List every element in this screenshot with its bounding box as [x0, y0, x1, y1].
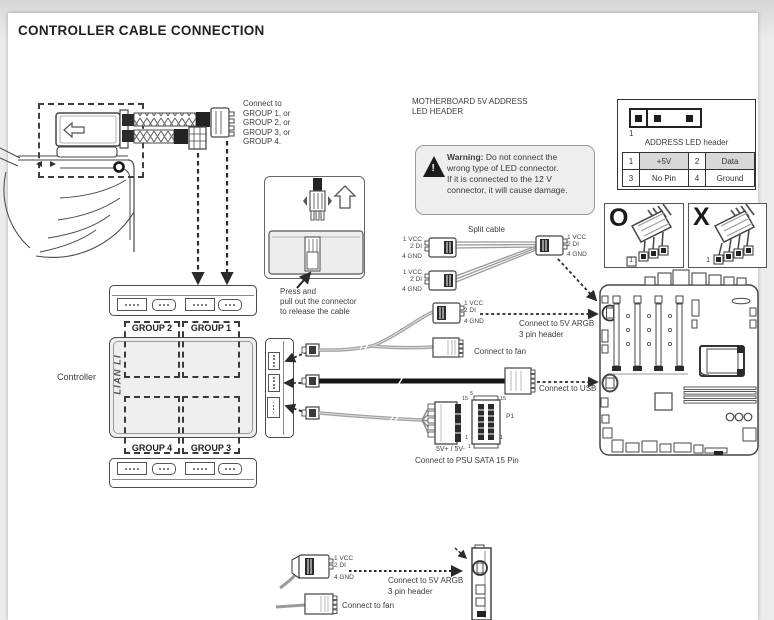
sata-female-pin5: 5	[470, 391, 474, 397]
group1-box	[182, 321, 240, 378]
led-pin-2	[654, 114, 661, 122]
pin-label-gnd: 4 GND	[334, 574, 354, 581]
connect-sata-label: Connect to PSU SATA 15 Pin	[415, 456, 519, 465]
led-pin-divider	[646, 110, 648, 126]
side-port-2[interactable]	[268, 374, 280, 392]
group4-box	[124, 396, 180, 454]
pin-label-vcc: 1 VCC	[334, 555, 354, 562]
controller-bottom-port-4pin-2[interactable]	[185, 462, 215, 475]
group2-label: GROUP 2	[131, 323, 173, 333]
sata-female-pin15: 15	[500, 396, 507, 402]
sata-male-pin15: 15	[462, 396, 469, 402]
split-cable-label: Split cable	[468, 225, 505, 234]
release-note-line: to release the cable	[280, 307, 350, 316]
warning-text-line1: Warning: Do not connect the	[447, 153, 557, 162]
side-port-1[interactable]	[268, 352, 280, 370]
led-cell: 3	[622, 169, 640, 187]
controller-bottom-port-4pin-1[interactable]	[117, 462, 147, 475]
controller-bottom-port-3pin-1[interactable]	[152, 463, 176, 475]
controller-top-port-4pin-1[interactable]	[117, 298, 147, 311]
group1-label: GROUP 1	[190, 323, 232, 333]
controller-label: Controller	[57, 372, 97, 382]
led-cell: 2	[688, 152, 706, 170]
led-header-table: 1 +5V 2 Data 3 No Pin 4 Ground	[622, 152, 755, 187]
led-pin1-number: 1	[629, 129, 634, 138]
bottom-fan-label: Connect to fan	[342, 601, 395, 610]
group3-label: GROUP 3	[190, 443, 232, 453]
led-cell: No Pin	[639, 169, 689, 187]
connect-usb-label: Connect to USB	[539, 384, 597, 393]
controller-bottom-port-3pin-2[interactable]	[218, 463, 242, 475]
led-cell: Data	[705, 152, 755, 170]
wrong-mark: X	[693, 203, 710, 231]
page-title: CONTROLLER CABLE CONNECTION	[18, 23, 265, 38]
controller-top-port-3pin-2[interactable]	[218, 299, 242, 311]
controller-top-strip-line	[112, 295, 254, 296]
mb-header-label-line: MOTHERBOARD 5V ADDRESS	[412, 97, 528, 106]
sata-male-pin1: 1	[465, 435, 469, 441]
warning-text-line3: If it is connected to the 12 V	[447, 174, 552, 184]
pin-label-vcc: 1 VCC	[402, 269, 422, 276]
mb-header-label-line: LED HEADER	[412, 107, 464, 116]
group2-box	[124, 321, 180, 378]
release-cable-inset	[264, 176, 365, 279]
connect-groups-line: GROUP 1, or	[243, 108, 291, 118]
controller-top-port-3pin-1[interactable]	[152, 299, 176, 311]
controller-side-divider	[283, 341, 284, 435]
pin-label-di: 2 DI	[410, 243, 422, 250]
pin-label-gnd: 4 GND	[464, 318, 484, 325]
release-note-line: pull out the connector	[280, 297, 357, 306]
connect-argb-line1: Connect to 5V ARGB	[519, 319, 595, 328]
pin-label-di: 2 DI	[410, 276, 422, 283]
pin-label-vcc: 1 VCC	[402, 236, 422, 243]
led-cell: 4	[688, 169, 706, 187]
pin-label-di: 2 DI	[464, 307, 476, 314]
ox-pin1-label-o: 1	[629, 255, 634, 264]
ox-pin1-label-x: 1	[706, 255, 711, 264]
pin-label-di: 2 DI	[334, 562, 346, 569]
bottom-argb-line1: Connect to 5V ARGB	[388, 576, 464, 585]
controller-bottom-strip-line	[112, 479, 254, 480]
connect-groups-line: GROUP 3, or	[243, 127, 291, 137]
group4-label: GROUP 4	[131, 443, 173, 453]
connect-fan-label: Connect to fan	[474, 347, 527, 356]
pin-label-gnd: 4 GND	[402, 253, 422, 260]
warning-text-line4: connector, it will cause damage.	[447, 185, 568, 195]
pin-label-vcc: 1 VCC	[567, 234, 587, 241]
pin-label-di: 2 DI	[567, 241, 579, 248]
sata-female-pin1b: 1	[500, 435, 504, 441]
warning-rest: Do not connect the	[483, 152, 558, 162]
pin-label-vcc: 1 VCC	[464, 300, 484, 307]
connect-groups-line: GROUP 4.	[243, 137, 282, 146]
correct-mark: O	[609, 204, 629, 232]
warning-text-line2: wrong type of LED connector.	[447, 163, 559, 173]
warning-bold: Warning:	[447, 152, 484, 162]
fan-module-highlight-box	[38, 103, 144, 178]
connect-groups-line: GROUP 2, or	[243, 118, 291, 127]
led-cell: +5V	[639, 152, 689, 170]
led-cell: Ground	[705, 169, 755, 187]
side-port-3[interactable]	[267, 397, 280, 418]
sata-p1-label: P1	[506, 413, 514, 420]
led-cell: 1	[622, 152, 640, 170]
connect-groups-line: Connect to	[243, 99, 282, 108]
address-led-header-panel: 1 ADDRESS LED header 1 +5V 2 Data 3 No P…	[617, 99, 756, 190]
led-pin-1	[635, 114, 642, 122]
bottom-argb-line2: 3 pin header	[388, 587, 433, 596]
lianli-logo: LIAN LI	[112, 354, 124, 395]
pin-label-gnd: 4 GND	[402, 286, 422, 293]
group3-box	[182, 396, 240, 454]
controller-top-port-4pin-2[interactable]	[185, 298, 215, 311]
led-header-pins-graphic	[629, 108, 702, 128]
pin-label-gnd: 4 GND	[567, 251, 587, 258]
sata-voltage-label: 5V+ / 5V-	[436, 446, 465, 453]
led-pin-4	[686, 114, 693, 122]
warning-icon-mark: !	[431, 163, 435, 174]
connect-argb-line2: 3 pin header	[519, 330, 564, 339]
release-note-line: Press and	[280, 287, 317, 296]
sata-female-pin1a: 1	[468, 444, 472, 450]
warning-box	[415, 145, 595, 215]
led-header-caption: ADDRESS LED header	[644, 138, 729, 147]
